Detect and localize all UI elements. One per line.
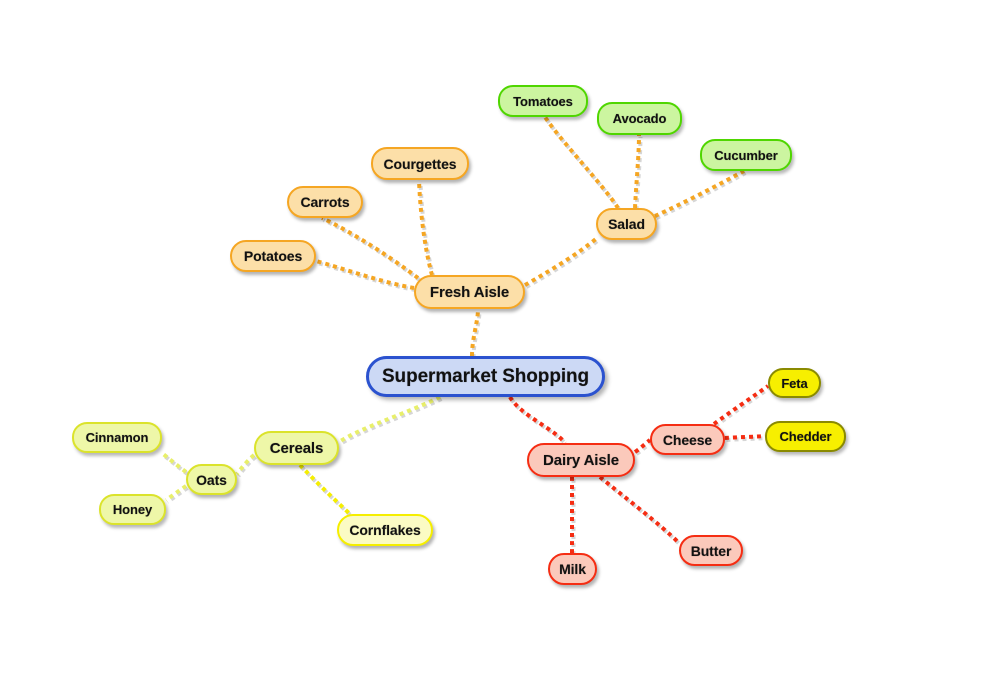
edge-shadow — [634, 136, 643, 211]
node-label-honey: Honey — [112, 502, 153, 517]
node-oats[interactable]: Oats — [186, 464, 237, 495]
edge-fresh-to-potatoes — [315, 259, 415, 290]
node-cornflakes[interactable]: Cornflakes — [337, 514, 433, 546]
edge-shadow — [525, 238, 600, 289]
edge-shadow — [509, 397, 569, 447]
edge-shadow — [300, 465, 353, 518]
node-label-carrots: Carrots — [300, 194, 350, 210]
node-label-milk: Milk — [559, 561, 586, 577]
node-salad[interactable]: Salad — [596, 208, 657, 240]
node-fresh[interactable]: Fresh Aisle — [414, 275, 525, 309]
edge-shadow — [236, 455, 257, 478]
edge-oats-to-cinnamon — [160, 451, 188, 474]
edge-root-to-fresh — [470, 308, 480, 357]
node-label-root: Supermarket Shopping — [381, 365, 590, 387]
node-label-dairy: Dairy Aisle — [543, 451, 619, 469]
edge-shadow — [166, 486, 189, 504]
edge-salad-to-avocado — [633, 134, 641, 209]
edge-cereals-to-cornflakes — [298, 463, 352, 516]
node-cinnamon[interactable]: Cinnamon — [72, 422, 162, 453]
node-milk[interactable]: Milk — [548, 553, 597, 585]
node-dairy[interactable]: Dairy Aisle — [527, 443, 635, 477]
node-cereals[interactable]: Cereals — [254, 431, 339, 465]
edge-root-to-cereals — [337, 395, 441, 444]
node-label-cheese: Cheese — [662, 431, 713, 448]
edge-shadow — [726, 436, 767, 442]
node-tomatoes[interactable]: Tomatoes — [498, 85, 588, 117]
node-label-fresh: Fresh Aisle — [429, 283, 510, 301]
node-carrots[interactable]: Carrots — [287, 186, 363, 218]
edge-shadow — [600, 477, 682, 547]
edge-shadow — [162, 453, 189, 476]
edge-fresh-to-courgettes — [417, 179, 434, 276]
edge-dairy-to-butter — [598, 475, 681, 545]
edge-fresh-to-carrots — [321, 216, 420, 280]
edge-root-to-dairy — [508, 395, 567, 445]
node-cheese[interactable]: Cheese — [650, 424, 725, 455]
edge-shadow — [714, 386, 771, 428]
node-label-cornflakes: Cornflakes — [349, 522, 421, 538]
node-label-salad: Salad — [608, 216, 645, 232]
edge-cheese-to-chedder — [724, 434, 766, 440]
node-potatoes[interactable]: Potatoes — [230, 240, 316, 272]
edge-cereals-to-oats — [235, 453, 256, 476]
node-label-chedder: Chedder — [779, 429, 832, 444]
node-label-cereals: Cereals — [269, 439, 324, 457]
edge-shadow — [471, 310, 482, 359]
edge-oats-to-honey — [164, 484, 188, 502]
node-label-butter: Butter — [690, 542, 732, 559]
node-label-tomatoes: Tomatoes — [513, 93, 573, 109]
edge-salad-to-cucumber — [654, 169, 745, 218]
node-chedder[interactable]: Chedder — [765, 421, 846, 452]
edge-cheese-to-feta — [712, 384, 770, 426]
node-label-courgettes: Courgettes — [383, 155, 457, 172]
edge-fresh-to-salad — [524, 236, 599, 287]
node-honey[interactable]: Honey — [99, 494, 166, 525]
node-label-avocado: Avocado — [612, 111, 667, 126]
edge-shadow — [418, 181, 436, 278]
node-label-cinnamon: Cinnamon — [85, 430, 149, 445]
node-label-feta: Feta — [781, 375, 808, 391]
node-label-cucumber: Cucumber — [714, 147, 778, 163]
node-courgettes[interactable]: Courgettes — [371, 147, 469, 180]
edge-dairy-to-cheese — [633, 438, 652, 454]
node-label-potatoes: Potatoes — [243, 248, 303, 264]
node-label-oats: Oats — [196, 471, 227, 488]
node-feta[interactable]: Feta — [768, 368, 821, 398]
node-root[interactable]: Supermarket Shopping — [366, 356, 605, 397]
node-avocado[interactable]: Avocado — [597, 102, 682, 135]
edge-shadow — [322, 218, 421, 282]
node-butter[interactable]: Butter — [679, 535, 743, 566]
node-cucumber[interactable]: Cucumber — [700, 139, 792, 171]
edge-shadow — [339, 397, 443, 446]
edge-shadow — [635, 440, 653, 456]
edge-shadow — [316, 261, 416, 292]
edge-shadow — [655, 171, 747, 220]
